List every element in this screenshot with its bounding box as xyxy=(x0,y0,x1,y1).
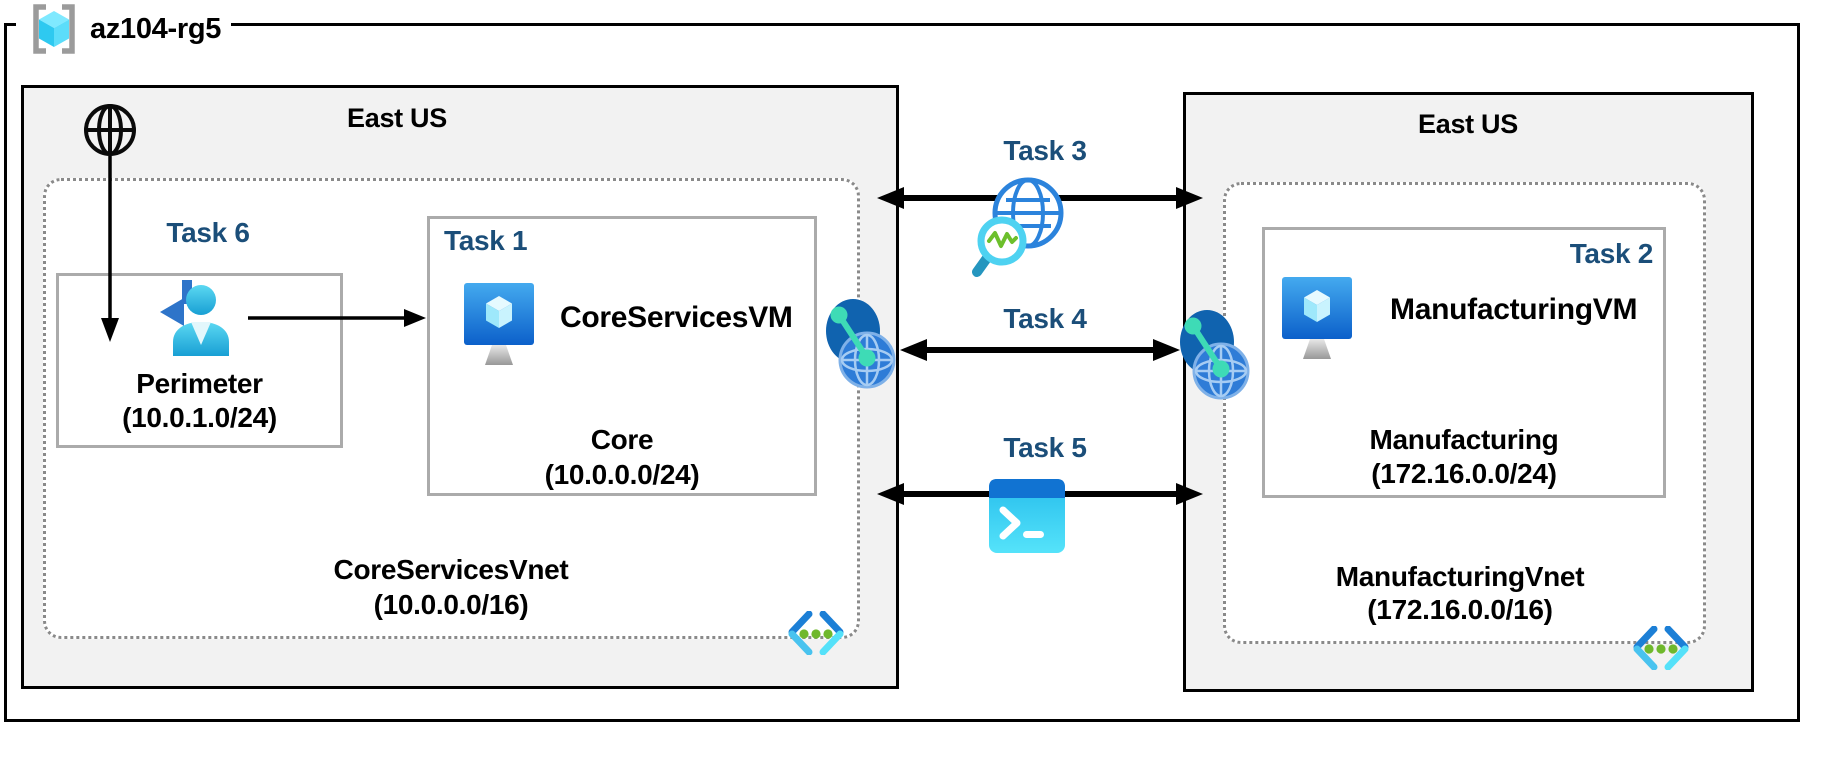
resource-group-name: az104-rg5 xyxy=(90,12,222,45)
task4-label: Task 4 xyxy=(1003,303,1087,334)
manufacturing-subnet-box: Task 2 Manufacturing (172.16.0.0/24) xyxy=(1262,227,1666,498)
internet-to-perimeter-arrow xyxy=(101,156,119,342)
cloud-shell-icon xyxy=(989,479,1065,553)
right-region-label: East US xyxy=(1418,109,1518,139)
resource-group-box xyxy=(4,23,1800,722)
perimeter-to-core-arrow xyxy=(248,309,426,327)
left-region-label: East US xyxy=(347,103,447,133)
task1-label: Task 1 xyxy=(444,225,528,256)
task3-label: Task 3 xyxy=(1003,135,1087,166)
vnet-peering-icon-left xyxy=(826,299,896,389)
virtual-network-icon-left xyxy=(788,611,844,655)
manufacturing-subnet-name: Manufacturing xyxy=(1369,424,1559,455)
core-vm-icon xyxy=(464,283,534,365)
resource-group-label-box: az104-rg5 xyxy=(16,0,232,58)
task4-arrow xyxy=(900,339,1180,361)
core-subnet-name: Core xyxy=(590,424,654,455)
core-vm-name: CoreServicesVM xyxy=(560,301,793,334)
task5-label: Task 5 xyxy=(1003,432,1087,463)
task6-label: Task 6 xyxy=(166,217,250,248)
manufacturing-vm-name: ManufacturingVM xyxy=(1390,293,1638,326)
perimeter-subnet-name: Perimeter xyxy=(136,368,263,399)
virtual-network-icon-right xyxy=(1633,626,1689,670)
manufacturing-subnet-cidr: (172.16.0.0/24) xyxy=(1371,458,1557,489)
task2-label: Task 2 xyxy=(1569,238,1654,269)
manufacturing-vnet-cidr: (172.16.0.0/16) xyxy=(1367,594,1553,625)
manufacturing-vnet-name: ManufacturingVnet xyxy=(1335,561,1585,592)
network-watcher-icon xyxy=(972,177,1064,277)
vnet-peering-icon-right xyxy=(1180,310,1250,400)
resource-group-icon xyxy=(33,4,75,54)
core-vnet-name: CoreServicesVnet xyxy=(333,554,569,585)
core-subnet-cidr: (10.0.0.0/24) xyxy=(544,459,700,490)
perimeter-subnet-cidr: (10.0.1.0/24) xyxy=(122,402,277,433)
core-vnet-cidr: (10.0.0.0/16) xyxy=(373,589,529,620)
internet-globe-icon xyxy=(84,104,136,156)
guest-user-icon xyxy=(160,280,229,356)
manufacturing-vm-icon xyxy=(1282,277,1352,359)
